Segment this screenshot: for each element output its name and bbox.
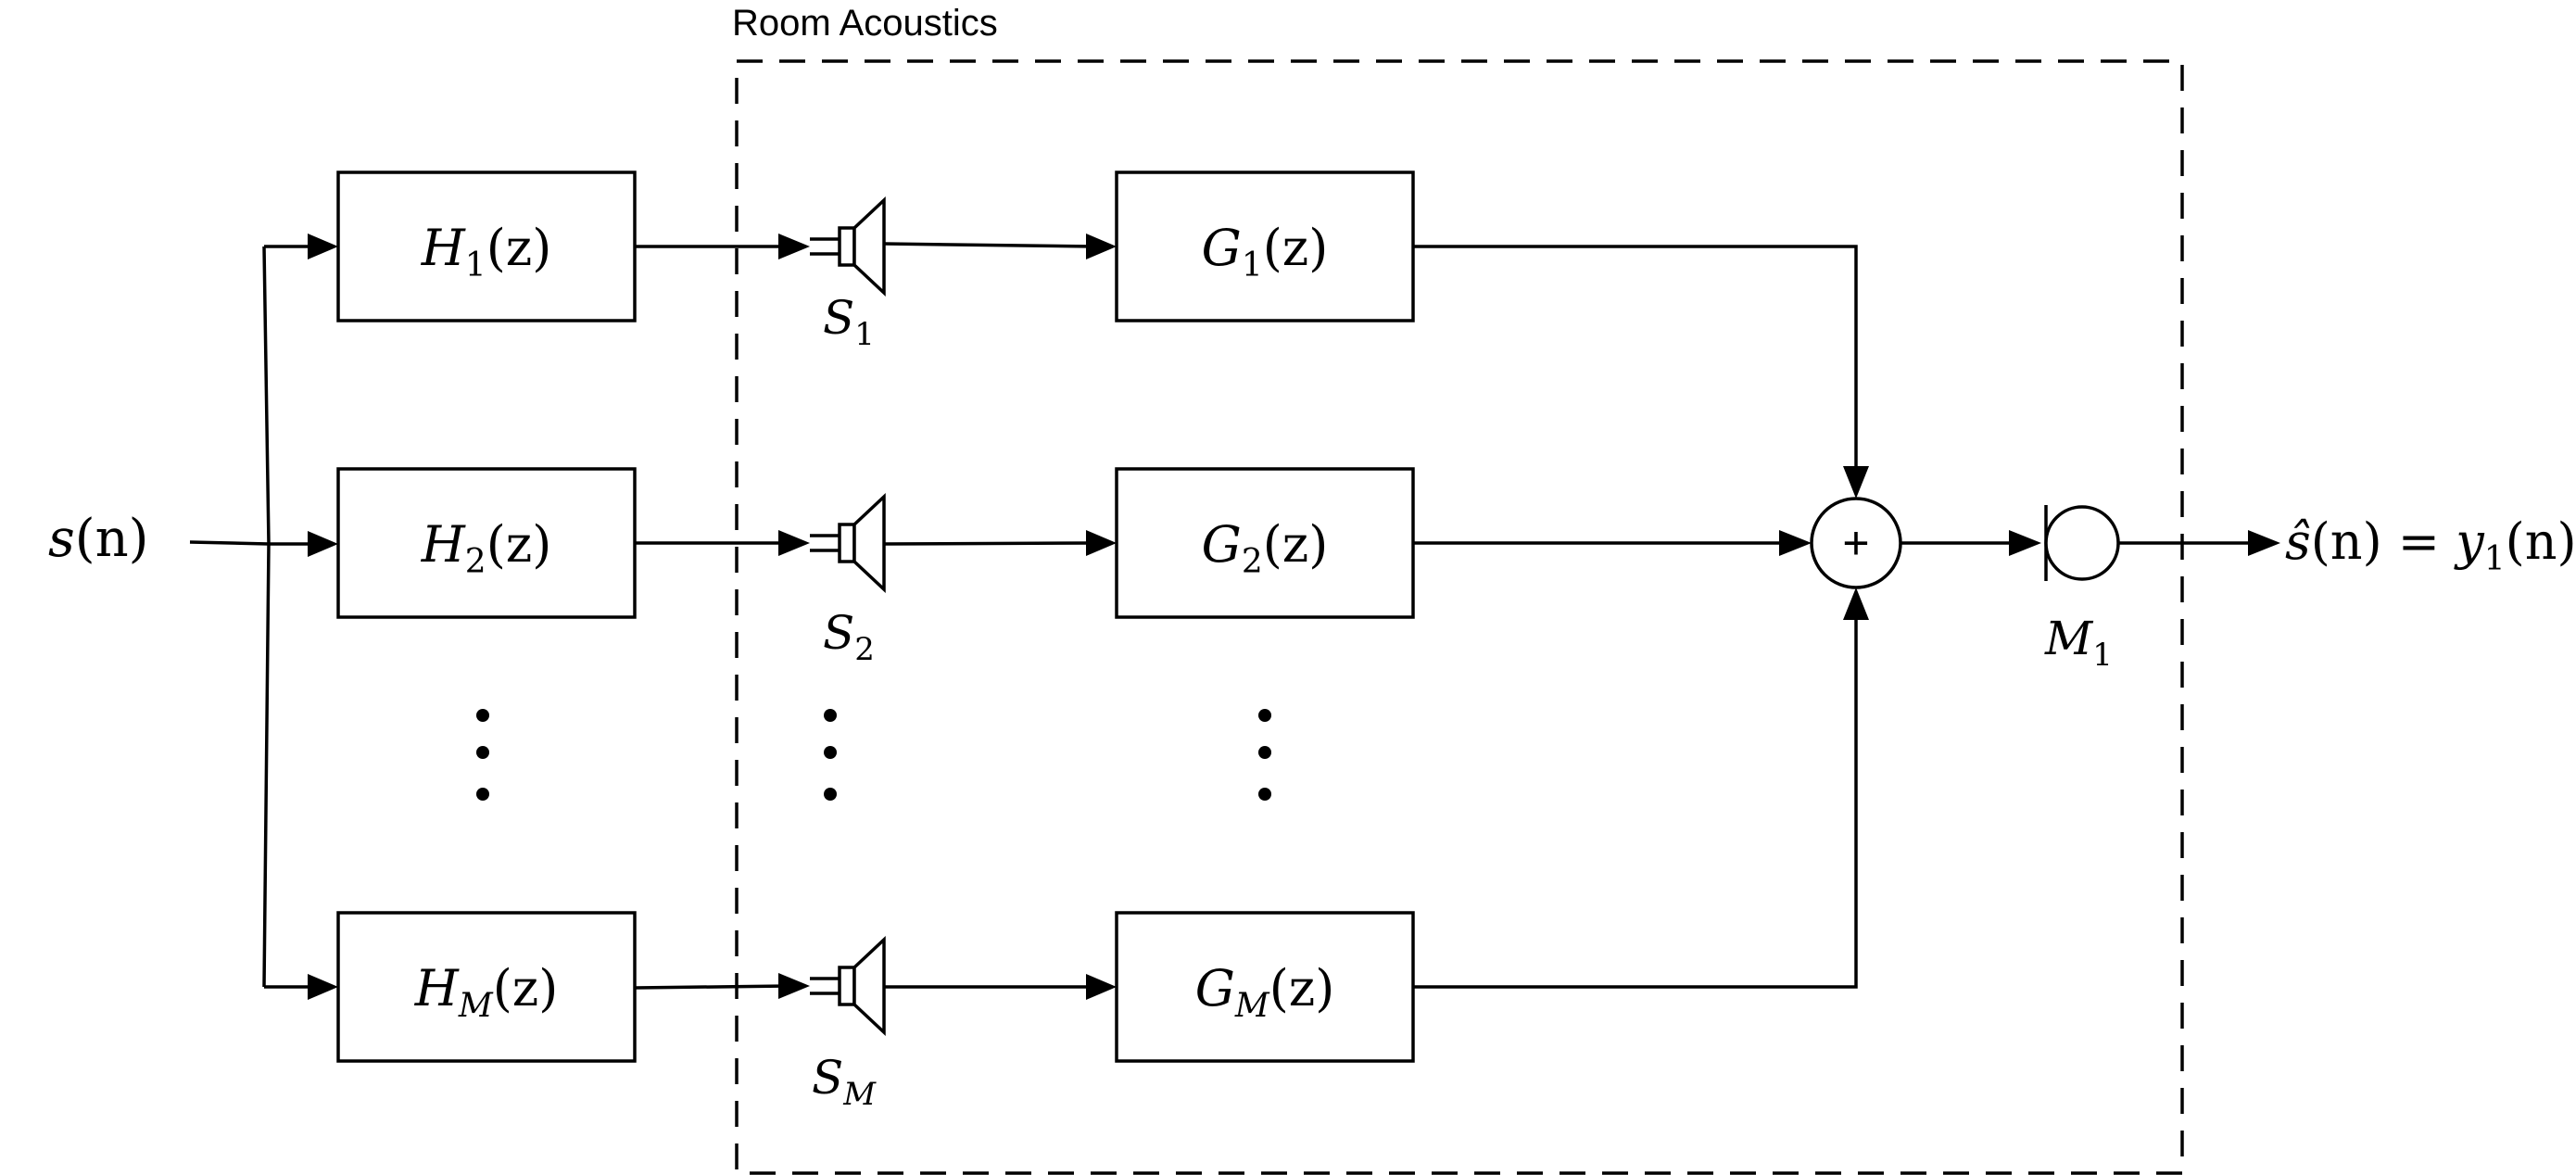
- arrowhead-summer-left: [1779, 530, 1812, 556]
- filter-h2-label: H2(z): [421, 515, 552, 581]
- wire-s2-to-g2: [883, 541, 1094, 546]
- input-signal-label: s(n): [48, 509, 149, 569]
- speaker-sm-icon: [810, 935, 886, 1037]
- arrowhead-s1: [778, 234, 810, 259]
- filter-h2-block: H2(z): [336, 467, 637, 619]
- arrowhead-h2: [308, 531, 338, 557]
- arrowhead-hm: [308, 974, 338, 1000]
- microphone-icon: [2044, 505, 2120, 581]
- filter-g2-label: G2(z): [1202, 515, 1329, 581]
- filter-hm-block: HM(z): [336, 911, 637, 1063]
- filter-h1-block: H1(z): [336, 171, 637, 322]
- wire-s1-to-g1: [883, 242, 1094, 248]
- summer-symbol: +: [1842, 517, 1869, 569]
- wire-hm-to-sm: [634, 984, 789, 990]
- arrowhead-summer-bottom: [1843, 588, 1869, 620]
- room-acoustics-region: [735, 59, 2184, 1175]
- arrowhead-gm: [1086, 974, 1117, 1000]
- speaker-s2-label: S2: [823, 606, 875, 668]
- arrowhead-g2: [1086, 530, 1117, 556]
- room-acoustics-label: Room Acoustics: [732, 3, 998, 44]
- ellipsis-h-column: [476, 709, 489, 801]
- arrowhead-h1: [308, 234, 338, 259]
- arrowhead-sm: [778, 973, 810, 999]
- filter-gm-block: GM(z): [1115, 911, 1415, 1063]
- input-wire: [189, 540, 270, 546]
- speaker-s1-label: S1: [823, 291, 875, 353]
- arrowhead-output: [2248, 530, 2280, 556]
- wire-gm-to-summer: [1413, 619, 1858, 989]
- output-signal-label: ŝ(n) = y1(n): [2285, 512, 2576, 578]
- ellipsis-g-column: [1258, 709, 1271, 801]
- wire-g1-to-summer: [1413, 245, 1858, 471]
- arrowhead-summer-top: [1843, 466, 1869, 499]
- speaker-sm-label: SM: [812, 1051, 877, 1113]
- arrowhead-g1: [1086, 234, 1117, 259]
- arrowhead-s2: [778, 530, 810, 556]
- filter-g2-block: G2(z): [1115, 467, 1415, 619]
- filter-h1-label: H1(z): [421, 219, 552, 284]
- filter-gm-label: GM(z): [1195, 959, 1335, 1025]
- speaker-s1-icon: [810, 196, 886, 297]
- microphone-label: M1: [2044, 612, 2113, 674]
- speaker-s2-icon: [810, 492, 886, 594]
- filter-g1-label: G1(z): [1202, 219, 1329, 284]
- filter-hm-label: HM(z): [414, 959, 559, 1025]
- summing-junction: +: [1810, 497, 1902, 589]
- filter-g1-block: G1(z): [1115, 171, 1415, 322]
- split-bus: [262, 246, 271, 988]
- ellipsis-s-column: [824, 709, 837, 801]
- arrowhead-mic: [2009, 530, 2041, 556]
